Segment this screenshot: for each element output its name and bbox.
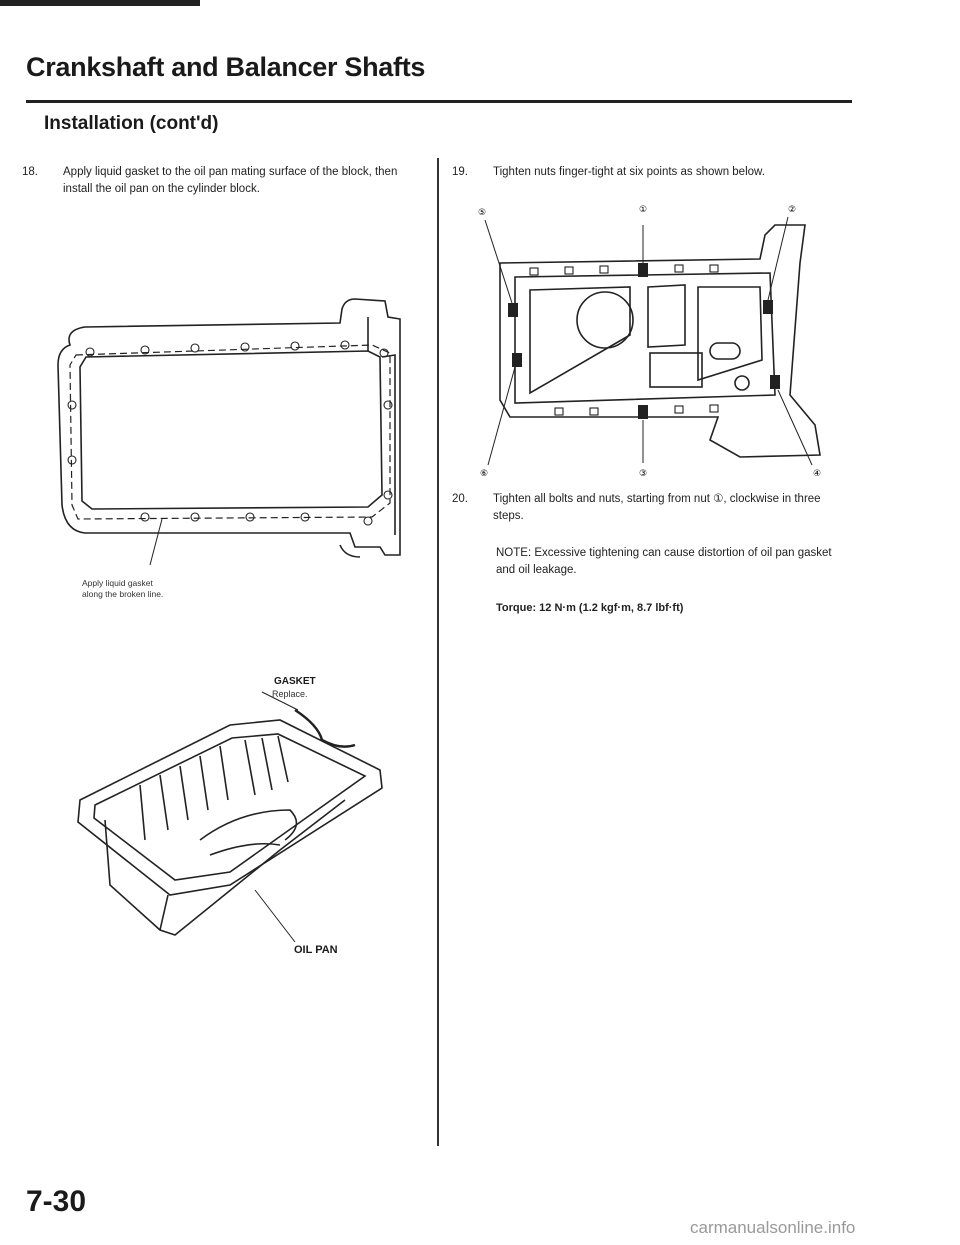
oil-pan-diagram	[77, 691, 383, 943]
step-18-number: 18.	[22, 166, 38, 178]
step-20-number: 20.	[452, 493, 468, 505]
gasket-replace-label: Replace.	[272, 689, 308, 699]
watermark-text: carmanualsonline.info	[690, 1218, 856, 1237]
oil-pan-label: OIL PAN	[294, 944, 338, 956]
torque-spec: Torque: 12 N·m (1.2 kgf·m, 8.7 lbf·ft)	[496, 602, 684, 614]
apply-gasket-caption: Apply liquid gasket along the broken lin…	[82, 578, 163, 600]
tightening-sequence-diagram: ① ② ④ ③ ⑥ ⑤	[478, 205, 821, 479]
apply-gasket-caption-line2: along the broken line.	[82, 589, 164, 599]
marker-6: ⑥	[480, 469, 488, 479]
page-title: Crankshaft and Balancer Shafts	[26, 52, 426, 82]
page-number: 7-30	[26, 1185, 87, 1218]
header-rule-top	[0, 0, 200, 6]
section-subtitle: Installation (cont'd)	[44, 113, 219, 134]
marker-4: ④	[813, 469, 821, 479]
marker-2: ②	[788, 205, 796, 215]
marker-3: ③	[639, 469, 647, 479]
column-divider	[437, 158, 439, 1146]
marker-5: ⑤	[478, 208, 486, 218]
step-19-number: 19.	[452, 166, 468, 178]
step-18: 18. Apply liquid gasket to the oil pan m…	[22, 164, 412, 224]
step-20-text: Tighten all bolts and nuts, starting fro…	[493, 493, 821, 522]
title-underline	[26, 100, 852, 103]
apply-gasket-caption-line1: Apply liquid gasket	[82, 578, 153, 588]
step-19-text: Tighten nuts finger-tight at six points …	[493, 166, 765, 178]
marker-1: ①	[639, 205, 647, 215]
block-mating-surface-diagram	[57, 298, 401, 566]
step-20: 20. Tighten all bolts and nuts, starting…	[452, 491, 852, 531]
note-text: NOTE: Excessive tightening can cause dis…	[496, 547, 832, 576]
step-19: 19. Tighten nuts finger-tight at six poi…	[452, 164, 852, 204]
gasket-label: GASKET	[274, 676, 316, 687]
step-18-text: Apply liquid gasket to the oil pan matin…	[63, 166, 398, 195]
